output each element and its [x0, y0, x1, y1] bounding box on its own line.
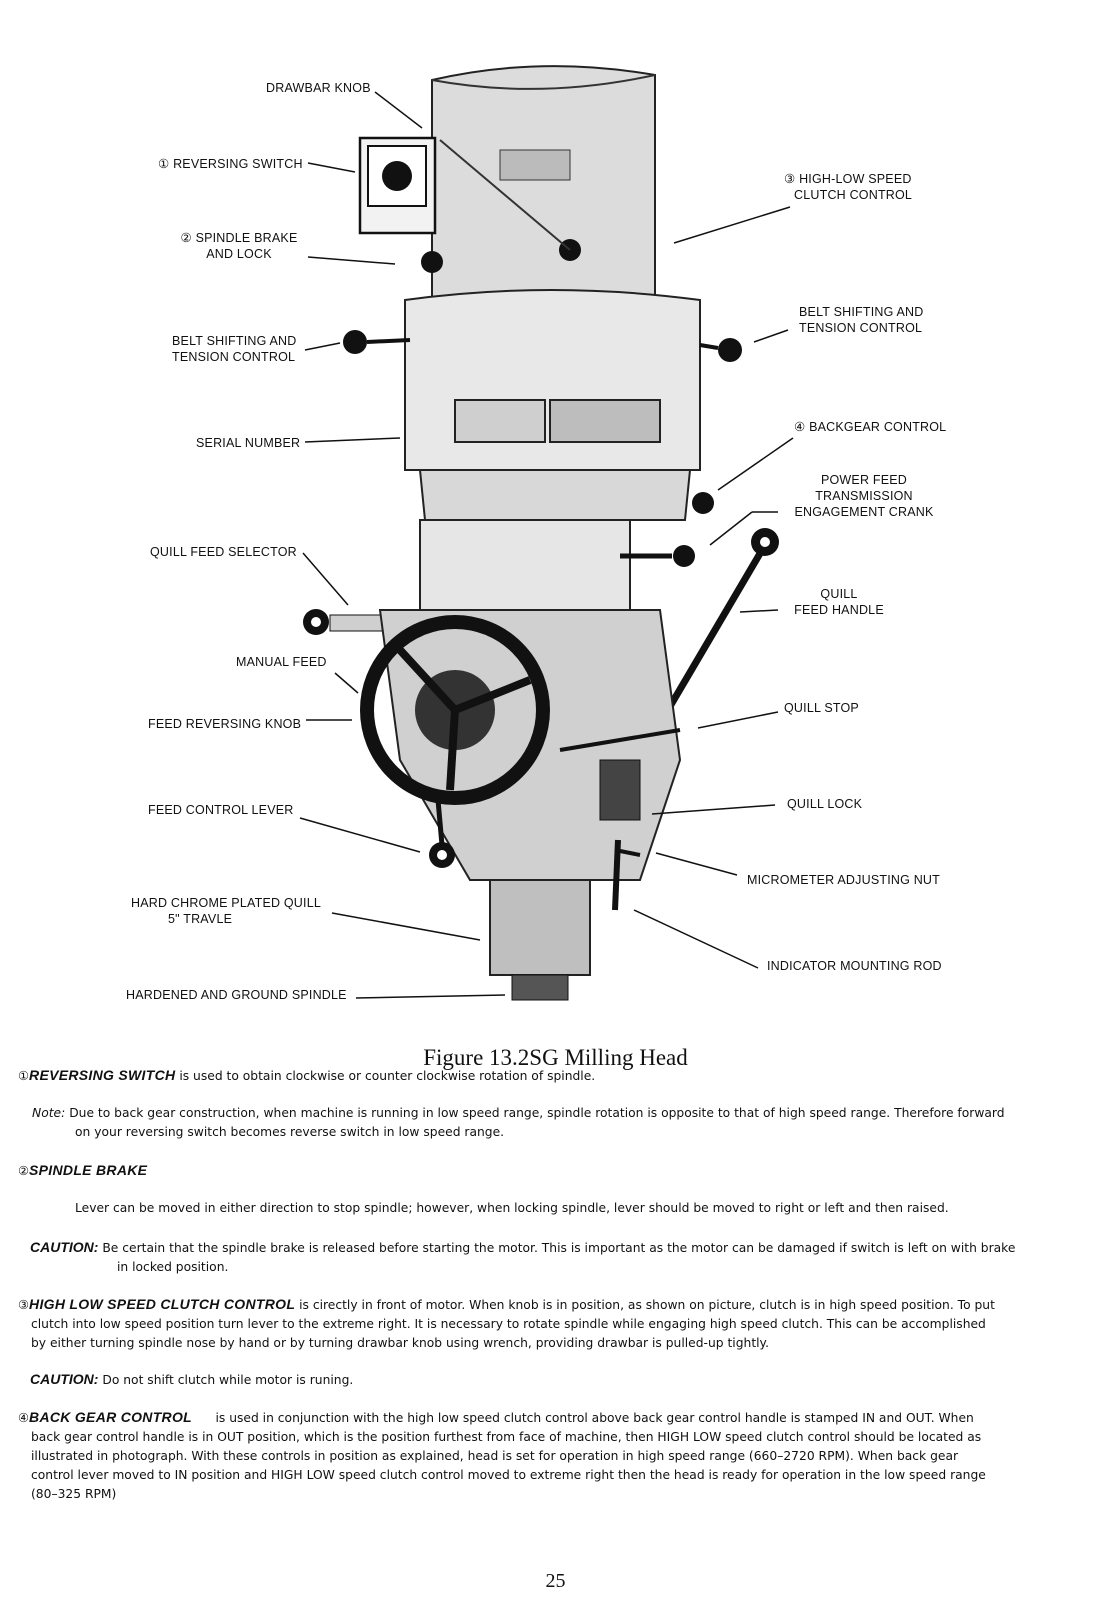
- label-power-feed-line3: ENGAGEMENT CRANK: [794, 505, 934, 519]
- section-marker: ③: [18, 1298, 30, 1312]
- section-marker: ②: [18, 1164, 30, 1178]
- section-high-low-clutch: ③HIGH LOW SPEED CLUTCH CONTROL is cirect…: [18, 1295, 1078, 1353]
- label-feed-reversing-knob: FEED REVERSING KNOB: [148, 717, 302, 731]
- caution-label: CAUTION:: [30, 1239, 99, 1255]
- label-quill-feed-handle-line1: QUILL: [820, 587, 858, 601]
- label-belt-shifting-left: BELT SHIFTING AND TENSION CONTROL: [172, 333, 297, 365]
- figure-caption: Figure 13.2SG Milling Head: [423, 1045, 688, 1070]
- section-spindle-brake-heading: ②SPINDLE BRAKE: [18, 1161, 147, 1181]
- label-hard-chrome-quill: HARD CHROME PLATED QUILL 5" TRAVLE: [130, 895, 322, 927]
- label-spindle-brake-line1: ② SPINDLE BRAKE: [180, 231, 298, 245]
- note-label: Note:: [32, 1106, 66, 1120]
- note-line2: on your reversing switch becomes reverse…: [75, 1125, 505, 1139]
- section-line5: (80–325 RPM): [31, 1487, 117, 1501]
- label-quill-feed-handle-line2: FEED HANDLE: [794, 603, 884, 617]
- label-power-feed-line2: TRANSMISSION: [815, 489, 913, 503]
- section-line3: by either turning spindle nose by hand o…: [31, 1336, 769, 1350]
- label-high-low-line1: ③ HIGH-LOW SPEED: [784, 172, 912, 186]
- section-line2: clutch into low speed position turn leve…: [31, 1317, 986, 1331]
- label-drawbar-knob: DRAWBAR KNOB: [266, 81, 371, 95]
- label-belt-right-line1: BELT SHIFTING AND: [799, 305, 924, 319]
- section-reversing-switch: ①REVERSING SWITCH is used to obtain cloc…: [18, 1066, 1093, 1086]
- label-indicator-rod: INDICATOR MOUNTING ROD: [767, 959, 942, 973]
- note-line1: Due to back gear construction, when mach…: [69, 1106, 1005, 1120]
- label-spindle-brake: ② SPINDLE BRAKE AND LOCK: [180, 230, 298, 262]
- section-heading: HIGH LOW SPEED CLUTCH CONTROL: [29, 1296, 296, 1312]
- caution-block-1: CAUTION: Be certain that the spindle bra…: [30, 1238, 1080, 1277]
- caution-line1: Be certain that the spindle brake is rel…: [102, 1241, 1016, 1255]
- section-line4: control lever moved to IN position and H…: [31, 1468, 986, 1482]
- label-hard-chrome-line1: HARD CHROME PLATED QUILL: [130, 896, 322, 910]
- section-heading: BACK GEAR CONTROL: [29, 1409, 193, 1425]
- label-belt-right-line2: TENSION CONTROL: [799, 321, 923, 335]
- section-marker: ④: [18, 1411, 30, 1425]
- label-hard-chrome-line2: 5" TRAVLE: [168, 912, 233, 926]
- section-line3: illustrated in photograph. With these co…: [31, 1449, 959, 1463]
- label-belt-shifting-right: BELT SHIFTING AND TENSION CONTROL: [799, 304, 924, 336]
- page-number: 25: [545, 1570, 566, 1592]
- section-line1: is cirectly in front of motor. When knob…: [295, 1298, 995, 1312]
- note-block: Note: Due to back gear construction, whe…: [32, 1104, 1077, 1142]
- label-hardened-spindle: HARDENED AND GROUND SPINDLE: [126, 988, 347, 1002]
- caution-line2: in locked position.: [117, 1260, 229, 1274]
- section-marker: ①: [18, 1069, 30, 1083]
- label-quill-lock: QUILL LOCK: [787, 797, 863, 811]
- label-backgear-control: ④ BACKGEAR CONTROL: [794, 420, 947, 434]
- section-heading: SPINDLE BRAKE: [29, 1162, 148, 1178]
- label-feed-control-lever: FEED CONTROL LEVER: [148, 803, 294, 817]
- label-reversing-switch: ① REVERSING SWITCH: [158, 157, 303, 171]
- section-body: is used to obtain clockwise or counter c…: [175, 1069, 596, 1083]
- caution-block-2: CAUTION: Do not shift clutch while motor…: [30, 1370, 353, 1390]
- label-belt-left-line1: BELT SHIFTING AND: [172, 334, 297, 348]
- label-spindle-brake-line2: AND LOCK: [206, 247, 272, 261]
- label-quill-stop: QUILL STOP: [784, 701, 859, 715]
- label-belt-left-line2: TENSION CONTROL: [172, 350, 296, 364]
- label-power-feed-line1: POWER FEED: [820, 473, 908, 487]
- label-high-low-clutch: ③ HIGH-LOW SPEED CLUTCH CONTROL: [784, 171, 912, 203]
- section-line1: is used in conjunction with the high low…: [215, 1411, 974, 1425]
- label-quill-feed-handle: QUILL FEED HANDLE: [787, 586, 891, 618]
- label-micrometer-nut: MICROMETER ADJUSTING NUT: [747, 873, 940, 887]
- label-high-low-line2: CLUTCH CONTROL: [794, 188, 913, 202]
- milling-head-illustration: [299, 65, 794, 1001]
- section-line2: back gear control handle is in OUT posit…: [31, 1430, 982, 1444]
- section-back-gear-control: ④BACK GEAR CONTROL is used in conjunctio…: [18, 1408, 1078, 1504]
- caution-body: Do not shift clutch while motor is runin…: [102, 1373, 354, 1387]
- section-spindle-brake-body: Lever can be moved in either direction t…: [75, 1201, 949, 1215]
- label-power-feed-crank: POWER FEED TRANSMISSION ENGAGEMENT CRANK: [790, 472, 938, 520]
- section-heading: REVERSING SWITCH: [29, 1067, 176, 1083]
- label-serial-number: SERIAL NUMBER: [196, 436, 301, 450]
- caution-label: CAUTION:: [30, 1371, 99, 1387]
- label-quill-feed-selector: QUILL FEED SELECTOR: [150, 545, 297, 559]
- label-manual-feed: MANUAL FEED: [236, 655, 327, 669]
